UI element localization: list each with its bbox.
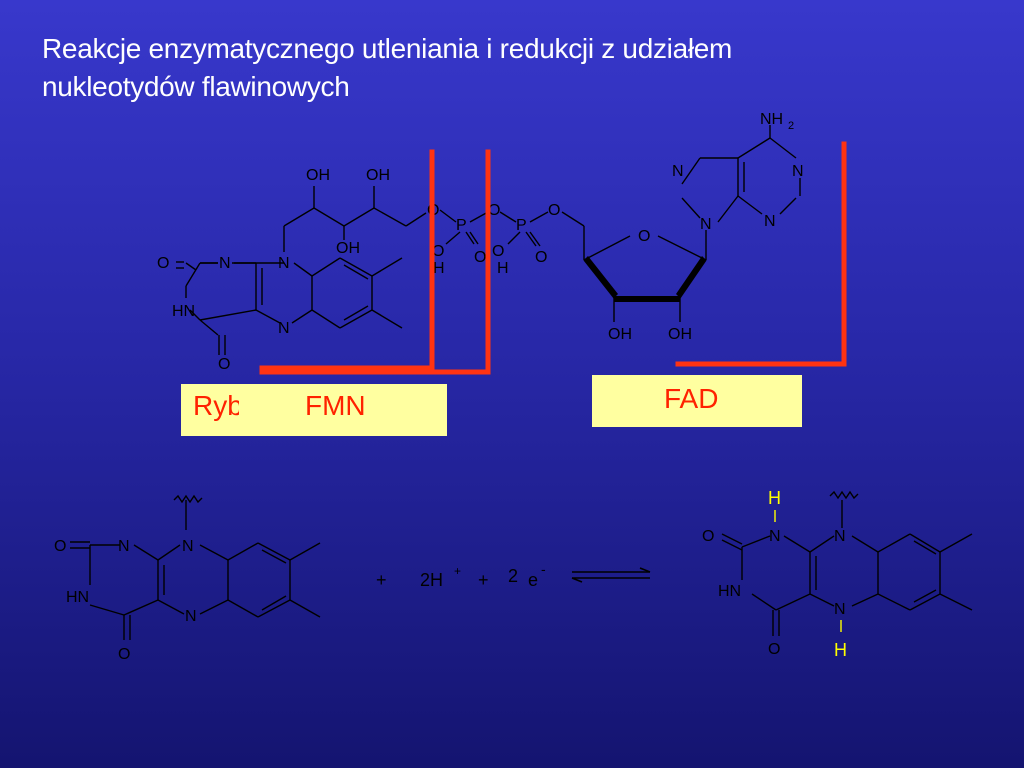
svg-text:O: O	[488, 202, 500, 219]
svg-text:O: O	[157, 255, 169, 272]
svg-text:OH: OH	[668, 326, 692, 343]
svg-text:N: N	[672, 163, 684, 180]
plus-sign-2: +	[478, 570, 489, 590]
svg-text:OH: OH	[608, 326, 632, 343]
fad-bracket	[675, 141, 847, 367]
svg-text:N: N	[700, 216, 712, 233]
ryboflawina-fmn-label-box: Ryboflawina FMN	[181, 384, 447, 436]
svg-text:N: N	[278, 255, 290, 272]
svg-text:OH: OH	[306, 167, 330, 184]
svg-text:N: N	[219, 255, 231, 272]
oxidized-flavin-labels: O N N HN N O	[54, 538, 197, 663]
svg-text:N: N	[182, 538, 194, 555]
fad-label-box: FAD	[592, 375, 802, 427]
svg-text:N: N	[118, 538, 130, 555]
svg-text:P: P	[516, 217, 527, 234]
equilibrium-arrow	[571, 567, 651, 583]
svg-text:P: P	[456, 217, 467, 234]
title-line-2: nukleotydów flawinowych	[42, 71, 350, 102]
ribose-wedges	[584, 256, 706, 302]
svg-text:OH: OH	[366, 167, 390, 184]
reduced-flavin	[721, 490, 973, 636]
plus-sign-1: +	[376, 570, 387, 590]
protons-charge: +	[454, 564, 461, 578]
hydrogen-bottom: H	[834, 640, 847, 660]
electrons-charge: -	[541, 561, 546, 577]
title-line-1: Reakcje enzymatycznego utleniania i redu…	[42, 33, 733, 64]
svg-text:H: H	[497, 260, 509, 277]
added-hydrogens: H H	[768, 488, 847, 660]
fad-atom-labels: O N N HN N O OH OH OH O P O P O O H O O …	[157, 111, 804, 373]
electrons: e	[528, 570, 538, 590]
equation: + 2H + + 2 e -	[376, 561, 546, 590]
svg-text:O: O	[118, 646, 130, 663]
svg-text:O: O	[702, 528, 714, 545]
svg-text:N: N	[769, 528, 781, 545]
svg-text:N: N	[792, 163, 804, 180]
ryboflawina-label: Ryboflawina	[193, 390, 239, 421]
electrons-coefficient: 2	[508, 566, 518, 586]
svg-text:OH: OH	[336, 240, 360, 257]
hydrogen-top: H	[768, 488, 781, 508]
svg-text:O: O	[54, 538, 66, 555]
oxidized-flavin	[70, 494, 321, 640]
svg-text:O: O	[432, 243, 444, 260]
svg-text:N: N	[764, 213, 776, 230]
svg-text:N: N	[185, 608, 197, 625]
svg-text:HN: HN	[66, 589, 89, 606]
svg-text:O: O	[535, 249, 547, 266]
svg-text:O: O	[638, 228, 650, 245]
svg-text:HN: HN	[718, 583, 741, 600]
svg-text:HN: HN	[172, 303, 195, 320]
fmn-bracket	[259, 149, 491, 375]
svg-text:O: O	[768, 641, 780, 658]
svg-text:O: O	[474, 249, 486, 266]
svg-text:O: O	[492, 243, 504, 260]
reduced-flavin-labels: O N N HN N O	[702, 528, 846, 658]
svg-text:2: 2	[788, 120, 794, 132]
svg-text:N: N	[834, 601, 846, 618]
ryboflawina-bracket	[259, 149, 435, 371]
svg-text:O: O	[548, 202, 560, 219]
svg-text:O: O	[218, 356, 230, 373]
bracket-lines	[259, 141, 847, 375]
svg-text:NH: NH	[760, 111, 783, 128]
fad-label: FAD	[664, 383, 719, 414]
svg-text:N: N	[278, 320, 290, 337]
slide-title: Reakcje enzymatycznego utleniania i redu…	[42, 30, 982, 106]
svg-text:H: H	[433, 260, 445, 277]
fmn-label: FMN	[305, 390, 366, 421]
protons: 2H	[420, 570, 443, 590]
svg-text:N: N	[834, 528, 846, 545]
